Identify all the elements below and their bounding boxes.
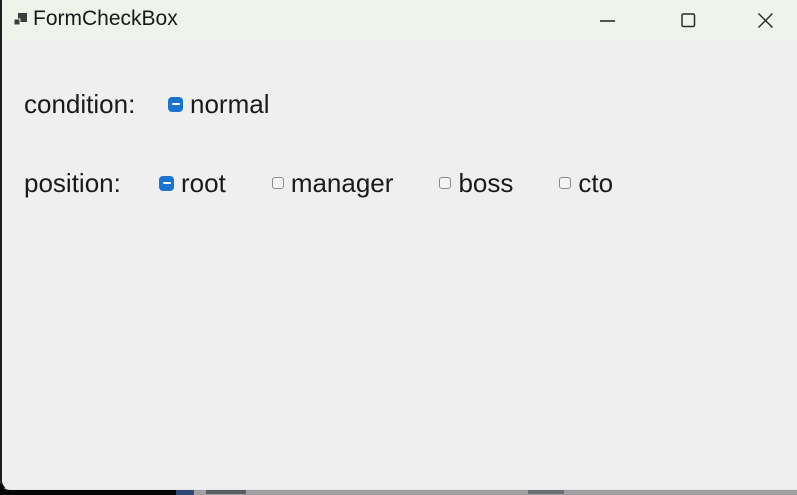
option-label-boss[interactable]: boss — [458, 167, 514, 198]
option-label-root[interactable]: root — [181, 167, 226, 198]
checkbox-boss[interactable] — [439, 177, 452, 189]
checkbox-cto[interactable] — [559, 177, 572, 189]
background-window-fragment — [528, 488, 564, 494]
form-row-position: position: root manager boss cto — [24, 165, 613, 201]
checkbox-option-boss[interactable]: boss — [439, 168, 513, 199]
checkbox-option-manager[interactable]: manager — [271, 167, 394, 199]
app-icon — [13, 13, 28, 27]
form-area: condition: normal position: root manager — [2, 40, 797, 489]
minimize-icon — [599, 19, 615, 22]
form-row-condition: condition: normal — [24, 86, 269, 122]
option-label-cto[interactable]: cto — [578, 167, 614, 198]
close-icon — [757, 12, 773, 28]
checkbox-manager[interactable] — [271, 177, 284, 189]
maximize-icon — [680, 12, 695, 27]
position-label: position: — [24, 167, 121, 198]
checkbox-option-normal[interactable]: normal — [168, 89, 269, 120]
checkbox-option-cto[interactable]: cto — [559, 168, 613, 199]
checkbox-root[interactable] — [159, 175, 174, 191]
minimize-button[interactable] — [584, 0, 630, 40]
checkbox-option-root[interactable]: root — [159, 168, 226, 199]
window-title: FormCheckBox — [33, 7, 178, 30]
maximize-button[interactable] — [665, 0, 711, 40]
checkbox-normal[interactable] — [168, 96, 183, 112]
option-label-manager[interactable]: manager — [290, 167, 394, 198]
titlebar[interactable]: FormCheckBox — [2, 0, 797, 40]
background-window-fragment — [206, 489, 246, 494]
condition-label: condition: — [24, 88, 136, 119]
close-button[interactable] — [742, 0, 788, 40]
option-label-normal[interactable]: normal — [190, 88, 270, 119]
